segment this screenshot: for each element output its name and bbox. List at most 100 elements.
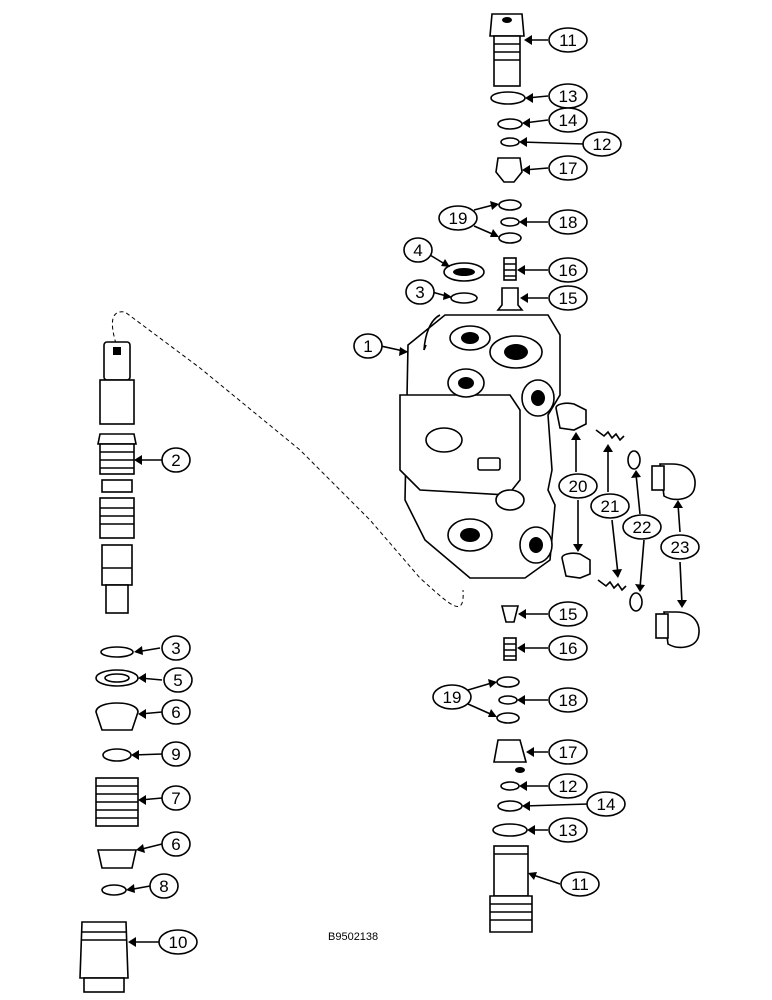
callout-label: 9 [171,745,180,764]
callout-label: 22 [633,518,652,537]
callout-bubble [548,257,588,283]
callout-bubble [548,773,588,799]
callout-23: 23 [660,534,700,560]
plug-11-lower [489,845,533,933]
callout-bubble [161,785,191,811]
callout-label: 10 [169,933,188,952]
callout-bubble [403,237,433,263]
poppet-15-lower [500,605,520,623]
callout-bubble [161,741,191,767]
callout-bubble [158,929,198,955]
piston-17-upper [495,157,523,183]
washer-6-upper [95,702,139,731]
callout-bubble [548,285,588,311]
callout-bubble [582,131,622,157]
piston-17-lower [493,739,528,763]
ring-14-lower [497,800,523,812]
ring-19-lower-a [496,676,520,688]
callout-9: 9 [161,741,191,767]
callout-bubble [432,684,472,710]
callout-bubble [353,333,383,359]
callout-14: 14 [548,107,588,133]
callout-16: 16 [548,635,588,661]
callout-15: 15 [548,285,588,311]
callout-4: 4 [403,237,433,263]
lower-seal-stack [79,646,139,993]
callout-12: 12 [548,773,588,799]
spool-assembly [97,341,137,614]
callout-bubble [590,493,630,519]
callout-label: 8 [159,877,168,896]
callout-label: 6 [171,703,180,722]
callout-label: 19 [443,688,462,707]
callout-2: 2 [161,447,191,473]
callout-label: 6 [171,835,180,854]
callout-bubble [548,209,588,235]
callout-label: 21 [601,497,620,516]
upper-relief-stack [443,13,526,311]
callout-label: 17 [559,743,578,762]
callout-label: 3 [415,283,424,302]
insert-20-lower [561,552,591,579]
callout-label: 3 [171,639,180,658]
spring-7 [95,777,139,827]
callout-13: 13 [548,83,588,109]
callout-bubble [560,871,600,897]
o-ring-3-upper [450,292,478,304]
callout-label: 7 [171,789,180,808]
callout-11: 11 [560,871,600,897]
callout-bubble [163,667,193,693]
callout-bubble [660,534,700,560]
insert-20-upper [555,402,587,431]
callout-7: 7 [161,785,191,811]
lower-relief-stack [489,605,533,933]
callout-label: 18 [559,213,578,232]
callout-bubble [161,447,191,473]
callout-5: 5 [163,667,193,693]
callout-bubble [558,473,598,499]
o-ring-22-upper [627,450,641,470]
ring-9 [102,748,132,762]
callout-19: 19 [438,205,478,231]
poppet-15-upper [496,287,524,311]
callout-bubble [161,831,191,857]
spring-16-upper [503,257,517,281]
callout-label: 11 [559,31,577,50]
callout-label: 16 [559,639,578,658]
callout-label: 15 [559,289,578,308]
callout-label: 23 [671,538,690,557]
callout-6: 6 [161,831,191,857]
spool-routing-line [111,311,464,607]
callout-label: 13 [559,821,578,840]
callout-3: 3 [405,279,435,305]
ring-12-upper [500,137,520,147]
callout-bubble [548,635,588,661]
callout-label: 18 [559,691,578,710]
callout-bubble [548,817,588,843]
spring-21-upper [595,429,625,442]
ring-19-upper-a [498,199,522,211]
washer-6-lower [97,849,137,869]
callout-16: 16 [548,257,588,283]
ring-14-upper [497,118,523,130]
callout-15: 15 [548,601,588,627]
ring-19-lower-b [496,712,520,724]
ring-18-lower [498,695,518,705]
ring-19-upper-b [498,232,522,244]
callout-bubble [161,699,191,725]
callout-bubble [161,635,191,661]
callout-label: 5 [173,671,182,690]
callout-17: 17 [548,739,588,765]
o-ring-13-lower [492,823,528,837]
callout-6: 6 [161,699,191,725]
callout-14: 14 [586,791,626,817]
callout-label: 14 [597,795,616,814]
o-ring-3-lower [100,646,134,658]
figure-id: B9502138 [328,931,378,943]
callout-13: 13 [548,817,588,843]
callout-label: 11 [571,875,589,894]
cap-10 [79,921,129,993]
callout-label: 19 [449,209,468,228]
spring-21-lower [597,579,627,592]
